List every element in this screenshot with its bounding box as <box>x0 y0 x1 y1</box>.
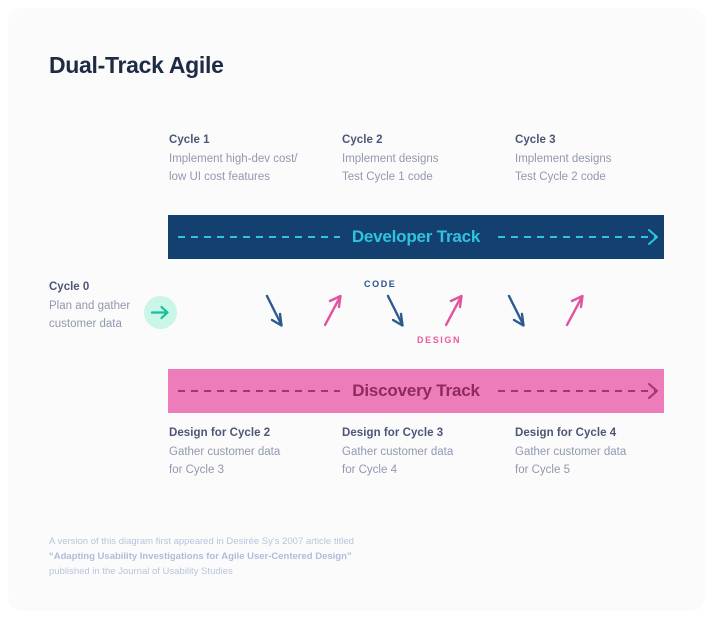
cycle-block-line: Implement designs <box>342 153 439 165</box>
code-down-arrow-2 <box>386 294 404 327</box>
cycle-0-line: customer data <box>49 318 122 330</box>
cycle-block-line: Test Cycle 2 code <box>515 171 606 183</box>
cycle-block-heading: Cycle 3 <box>515 134 556 146</box>
cycle-block-heading: Design for Cycle 4 <box>515 427 617 439</box>
cycle-block-heading: Cycle 1 <box>169 134 210 146</box>
code-down-arrow-3 <box>507 294 525 327</box>
cycle-block-heading: Design for Cycle 2 <box>169 427 271 439</box>
cycle-block-top-2: Cycle 2 Implement designs Test Cycle 1 c… <box>342 134 522 186</box>
cycle-block-heading: Design for Cycle 3 <box>342 427 444 439</box>
cycle-block-line: for Cycle 5 <box>515 464 570 476</box>
cycle-block-line: Implement designs <box>515 153 612 165</box>
page-title: Dual-Track Agile <box>49 52 224 78</box>
cycle-block-heading: Cycle 2 <box>342 134 383 146</box>
footnote-line-3: published in the Journal of Usability St… <box>49 566 233 577</box>
developer-track-dashed-arrows <box>178 229 658 245</box>
cycle-block-line: Gather customer data <box>342 446 454 458</box>
cycle-block-line: Implement high-dev cost/ <box>169 153 298 165</box>
cycle-block-bottom-2: Design for Cycle 3 Gather customer data … <box>342 427 522 479</box>
cycle-block-bottom-1: Design for Cycle 2 Gather customer data … <box>169 427 349 479</box>
discovery-track-label: Discovery Track <box>352 381 480 400</box>
cycle-block-top-3: Cycle 3 Implement designs Test Cycle 2 c… <box>515 134 695 186</box>
cycle-block-line: Gather customer data <box>515 446 627 458</box>
discovery-track-bar: Discovery Track <box>168 369 664 413</box>
design-label: DESIGN <box>417 335 462 345</box>
cycle-0-block: Cycle 0 Plan and gather customer data <box>49 281 164 333</box>
developer-track-label: Developer Track <box>351 227 481 246</box>
cycle-0-line: Plan and gather <box>49 300 131 312</box>
design-up-arrow-1 <box>323 294 342 327</box>
cycle-block-line: low UI cost features <box>169 171 270 183</box>
discovery-track-dashed-arrows <box>178 383 658 399</box>
code-down-arrow-1 <box>265 294 283 327</box>
developer-track-bar: Developer Track <box>168 215 664 259</box>
cycle-block-line: Test Cycle 1 code <box>342 171 433 183</box>
footnote-article-title: “Adapting Usability Investigations for A… <box>49 551 352 562</box>
arrow-right-glyph <box>151 305 169 320</box>
cycle-block-line: Gather customer data <box>169 446 281 458</box>
footnote: A version of this diagram first appeared… <box>49 534 354 579</box>
cycle-block-line: for Cycle 3 <box>169 464 224 476</box>
arrow-right-icon <box>144 296 177 329</box>
cycle-block-top-1: Cycle 1 Implement high-dev cost/ low UI … <box>169 134 349 186</box>
cycle-block-bottom-3: Design for Cycle 4 Gather customer data … <box>515 427 695 479</box>
footnote-line-1: A version of this diagram first appeared… <box>49 536 354 547</box>
cycle-0-heading: Cycle 0 <box>49 281 90 293</box>
cycle-block-line: for Cycle 4 <box>342 464 397 476</box>
design-up-arrow-2 <box>444 294 463 327</box>
cycle-flow-arrows <box>265 294 584 327</box>
code-label: CODE <box>364 279 397 289</box>
design-up-arrow-3 <box>565 294 584 327</box>
diagram-card: Dual-Track Agile Cycle 1 Implement high-… <box>8 8 705 611</box>
